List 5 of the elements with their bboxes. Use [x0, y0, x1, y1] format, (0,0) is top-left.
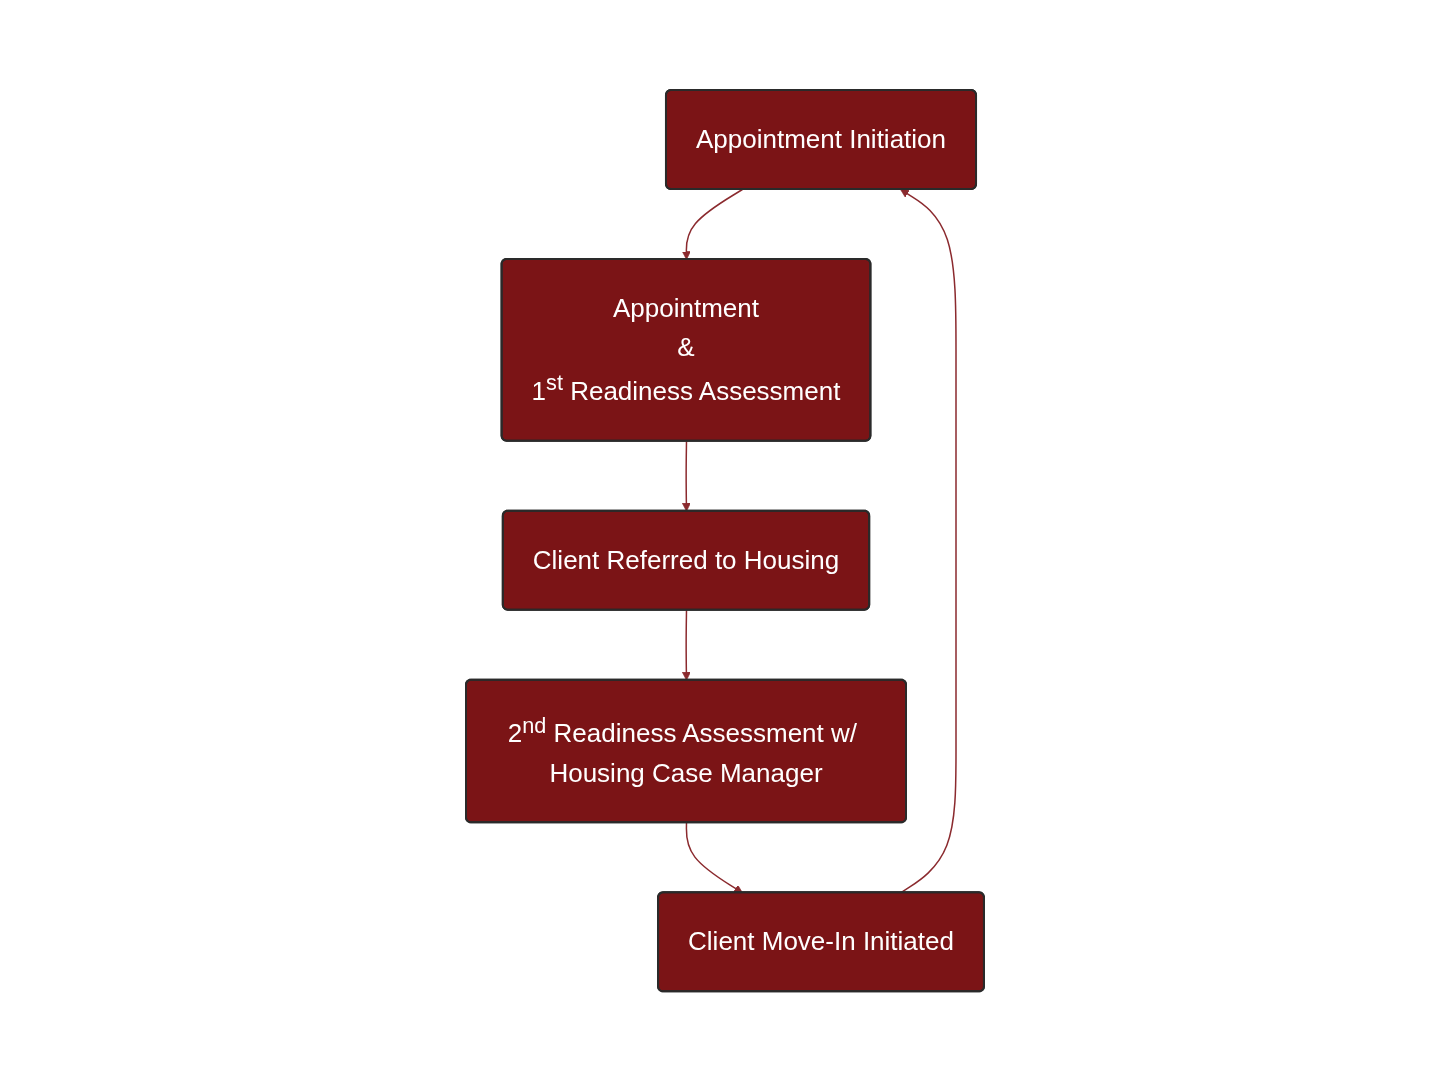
arrow [899, 189, 957, 894]
arrow [682, 189, 744, 261]
arrow [682, 609, 691, 681]
arrow [682, 440, 691, 512]
arrow [685, 822, 743, 894]
